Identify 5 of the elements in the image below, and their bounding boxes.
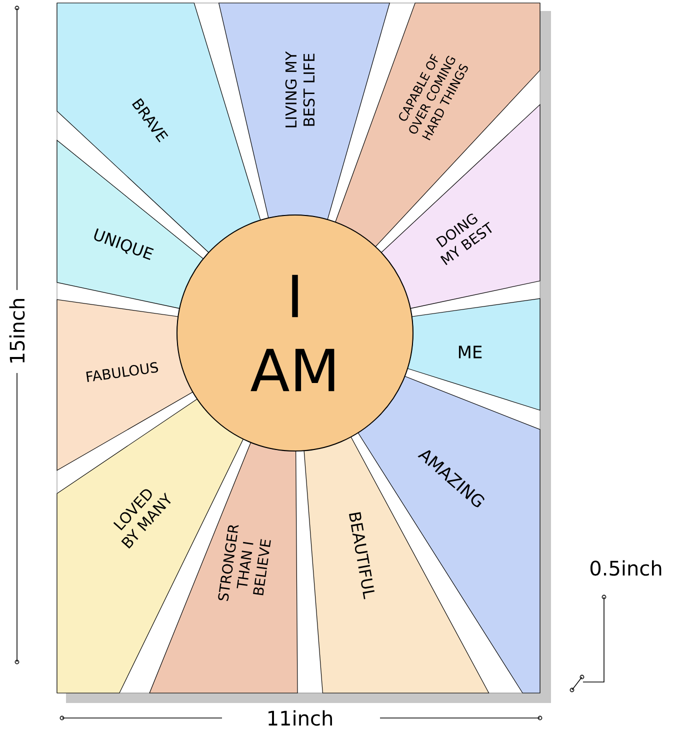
dimension-label: 0.5inch — [590, 560, 662, 576]
dimension-label: 15inch — [9, 299, 25, 362]
ray-segment: ME — [407, 298, 540, 411]
ray-segment: FABULOUS — [56, 299, 194, 471]
dimension-label: 11inch — [268, 710, 332, 726]
